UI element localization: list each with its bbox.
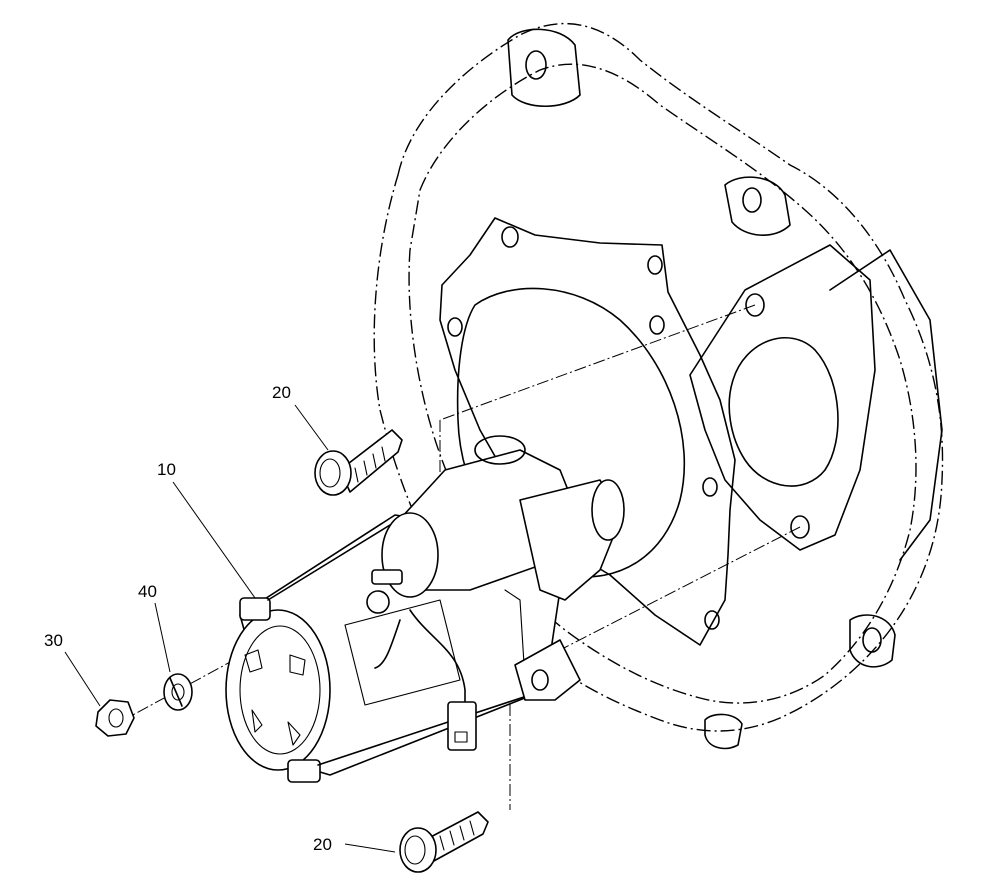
lower-bolt-axis-line (559, 526, 801, 651)
lock-washer (163, 673, 193, 711)
callout-20-upper: 20 (272, 383, 291, 402)
upper-bolt-axis-line (439, 304, 756, 421)
leader-10 (172, 481, 256, 599)
starter-motor (225, 435, 625, 783)
callout-10: 10 (157, 460, 176, 479)
callout-30: 30 (44, 631, 63, 650)
bolt-upper (314, 429, 403, 496)
callouts: 10 20 20 40 30 (44, 383, 332, 854)
leader-20-upper (294, 404, 329, 451)
leader-lines (64, 404, 396, 853)
hex-nut (95, 699, 135, 737)
flywheel-housing (373, 23, 944, 750)
callout-20-lower: 20 (313, 835, 332, 854)
leader-40 (154, 602, 171, 673)
leader-30 (64, 651, 101, 707)
leader-20-lower (344, 843, 396, 853)
bolt-lower (399, 811, 489, 873)
callout-40: 40 (138, 582, 157, 601)
